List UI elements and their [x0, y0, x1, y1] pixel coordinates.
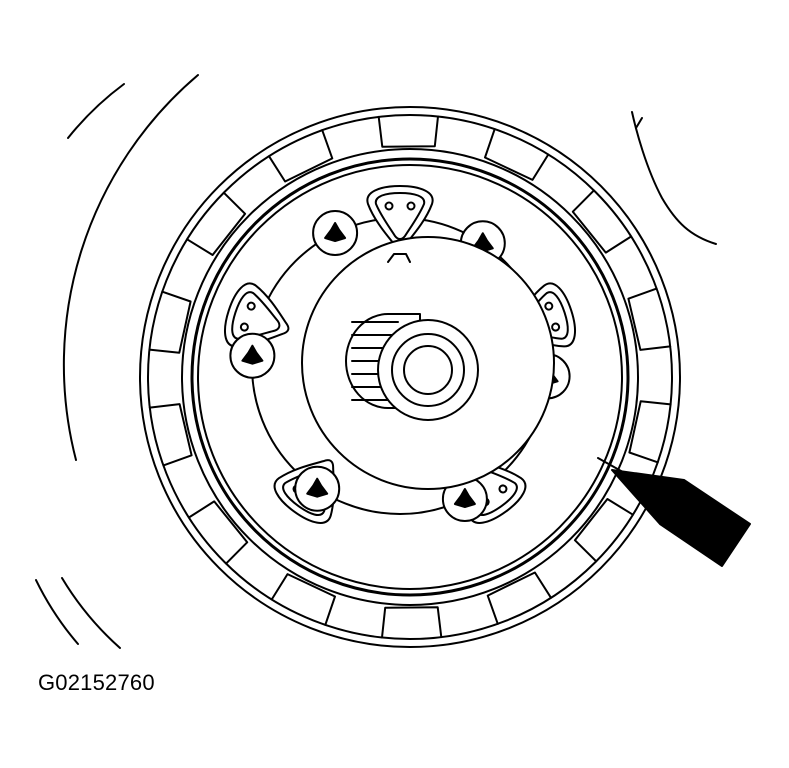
drum-tooth-slot	[486, 571, 552, 625]
housing-edge-right	[631, 111, 717, 245]
drum-tooth-slot	[484, 128, 550, 181]
drum-tooth-slot	[628, 400, 672, 464]
shaft-bore	[403, 345, 453, 395]
round-fastener	[312, 210, 359, 256]
drum-tooth-slot	[270, 573, 336, 626]
pointer-arrow-head	[611, 469, 751, 567]
drum-tooth-slot	[187, 500, 249, 565]
drum-tooth-slot	[148, 290, 192, 354]
outer-drum-teeth	[148, 115, 672, 639]
housing-arc-upper-left	[67, 83, 125, 139]
housing-edge-right-inner	[635, 117, 643, 129]
drum-tooth-slot	[377, 115, 439, 148]
clutch-plate-inner-edge	[197, 164, 623, 590]
shaft-collar-mid	[391, 333, 465, 407]
drum-tooth-slot	[571, 189, 633, 254]
housing-arc-lower-left-1	[35, 579, 79, 645]
round-fastener	[294, 465, 341, 512]
housing-arc-lower-left-2	[61, 577, 121, 649]
drum-tooth-slot	[268, 129, 334, 183]
round-fastener	[229, 332, 276, 379]
drum-tooth-slot	[148, 403, 193, 467]
housing-arc-left-outer	[62, 74, 199, 461]
bolt-boss	[224, 282, 290, 348]
drum-tooth-slot	[381, 606, 443, 639]
clutch-plate-outer-edge	[190, 157, 630, 597]
drum-outer-rim-inner	[147, 114, 673, 640]
drum-tooth-slot	[627, 287, 672, 351]
hub-keyway	[387, 253, 411, 263]
drum-tooth-slot	[186, 191, 247, 256]
figure-id-label: G02152760	[38, 670, 155, 695]
drum-tooth-slot	[573, 498, 634, 563]
drum-tooth-base-ring	[181, 148, 639, 606]
drum-outer-rim	[139, 106, 681, 648]
